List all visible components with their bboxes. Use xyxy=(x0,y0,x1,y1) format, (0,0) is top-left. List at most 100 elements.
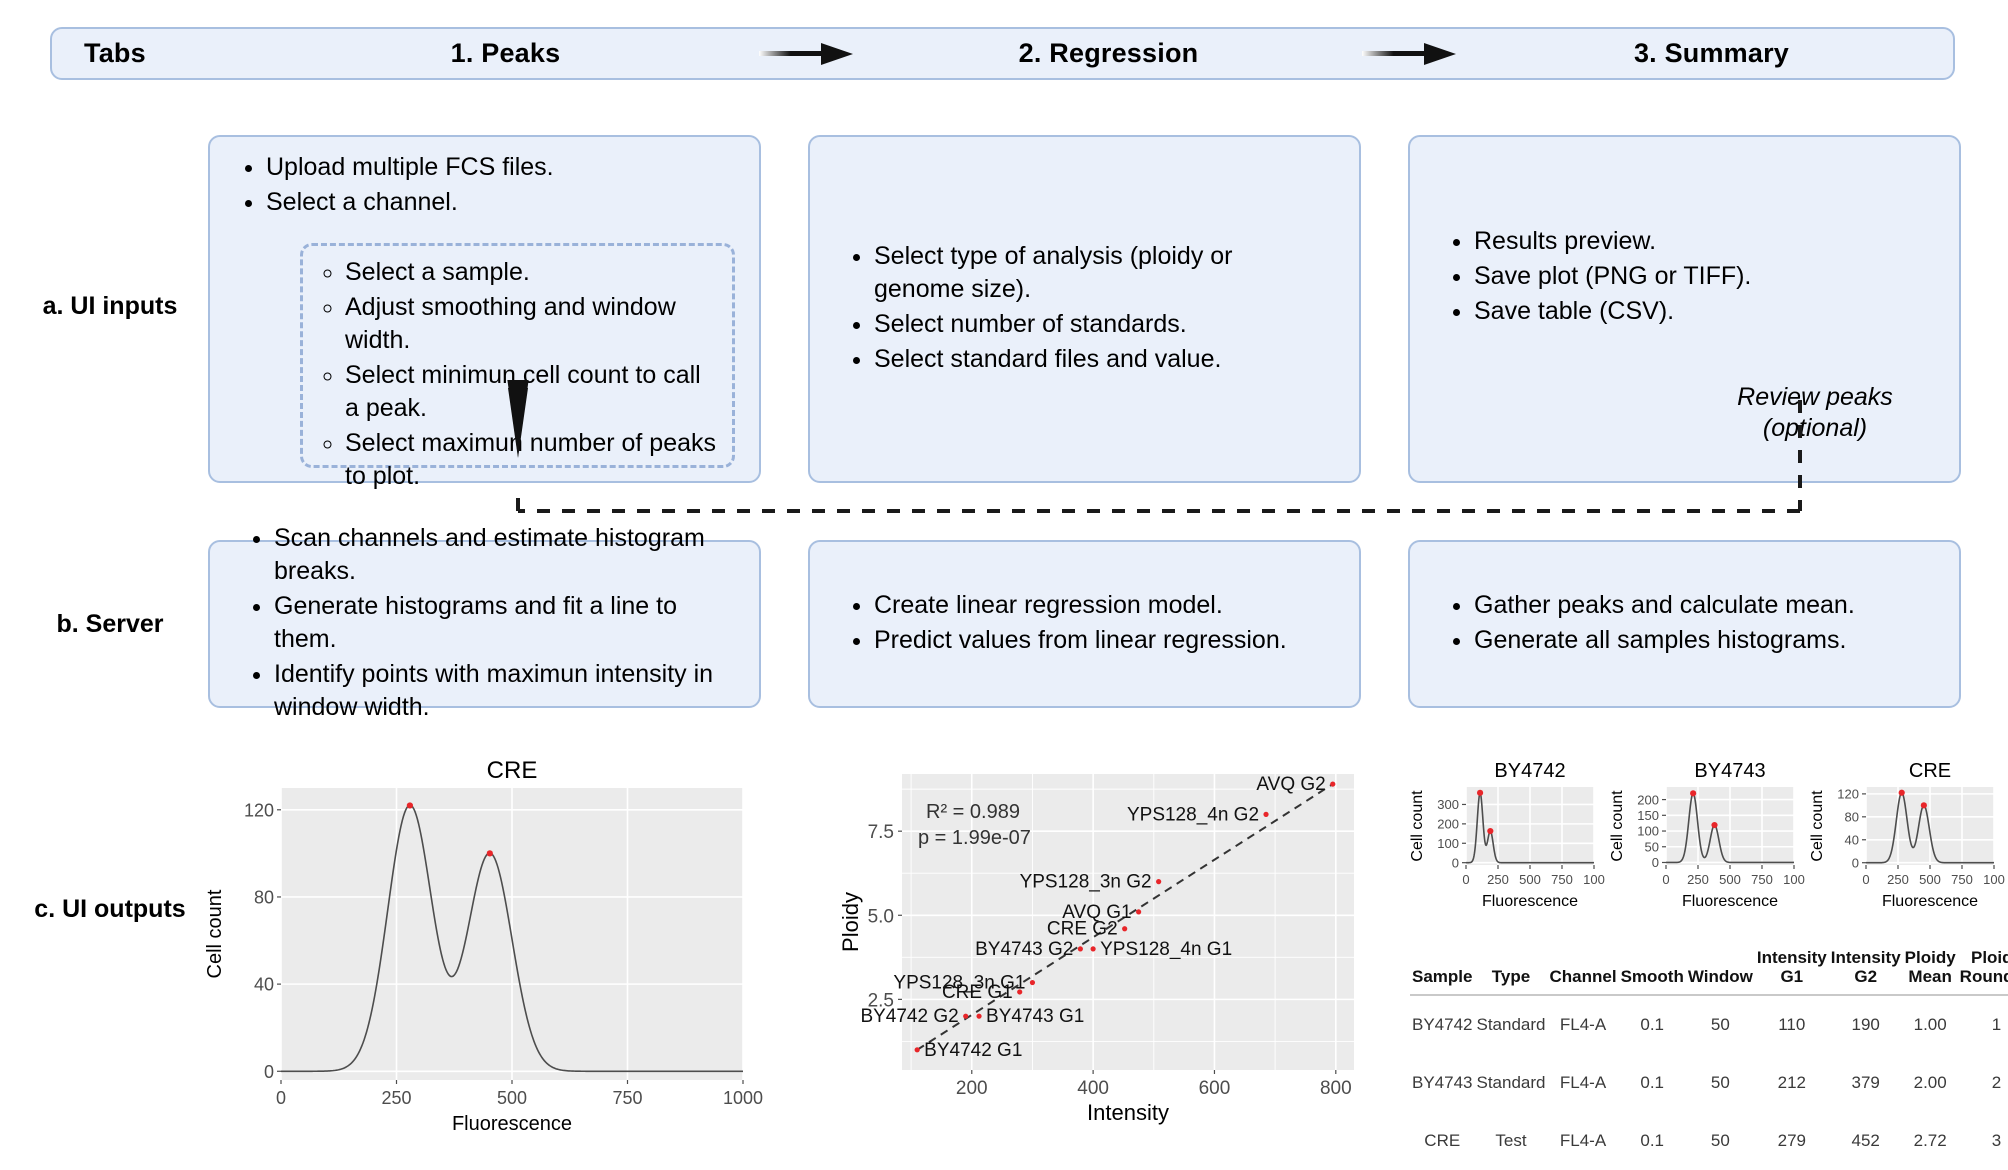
server-summary-list: Gather peaks and calculate mean. Generat… xyxy=(1444,589,1925,657)
server-peaks-box: Scan channels and estimate histogram bre… xyxy=(208,524,761,721)
svg-text:YPS128_3n G2: YPS128_3n G2 xyxy=(1020,872,1152,893)
svg-text:1000: 1000 xyxy=(723,1088,763,1108)
svg-text:Cell count: Cell count xyxy=(1609,790,1626,862)
tabs-bar: Tabs 1. Peaks 2. Regression 3. Summary xyxy=(50,27,1955,80)
list-item: Generate histograms and fit a line to th… xyxy=(274,590,725,656)
svg-text:Fluorescence: Fluorescence xyxy=(1482,893,1578,910)
svg-text:BY4743 G1: BY4743 G1 xyxy=(986,1006,1084,1027)
ui-inputs-peaks-sublist: Select a sample. Adjust smoothing and wi… xyxy=(315,256,716,493)
tab-peaks[interactable]: 1. Peaks xyxy=(450,38,561,68)
svg-text:p = 1.99e-07: p = 1.99e-07 xyxy=(918,827,1031,849)
svg-text:0: 0 xyxy=(1452,855,1459,870)
table-cell: 0.1 xyxy=(1640,1015,1665,1035)
svg-text:200: 200 xyxy=(1437,817,1459,832)
svg-text:Fluorescence: Fluorescence xyxy=(452,1113,572,1135)
server-peaks-list: Scan channels and estimate histogram bre… xyxy=(244,522,725,724)
table-cell: 50 xyxy=(1710,1073,1730,1093)
review-peaks-note: Review peaks (optional) xyxy=(1700,382,1930,445)
svg-text:250: 250 xyxy=(1687,872,1709,887)
svg-text:7.5: 7.5 xyxy=(868,822,894,843)
svg-text:YPS128_4n G1: YPS128_4n G1 xyxy=(1100,939,1232,960)
list-item: Select minimun cell count to call a peak… xyxy=(345,359,716,425)
svg-text:80: 80 xyxy=(254,887,274,907)
ui-inputs-peaks-box: Upload multiple FCS files. Select a chan… xyxy=(208,135,761,490)
server-regression-list: Create linear regression model. Predict … xyxy=(844,589,1325,657)
ui-inputs-summary-box: Results preview. Save plot (PNG or TIFF)… xyxy=(1408,135,1961,483)
review-peaks-note-line2: (optional) xyxy=(1762,414,1868,443)
svg-text:BY4743: BY4743 xyxy=(1694,760,1765,782)
svg-text:800: 800 xyxy=(1320,1078,1352,1099)
ui-inputs-summary-list: Results preview. Save plot (PNG or TIFF)… xyxy=(1444,225,1925,328)
svg-text:Cell count: Cell count xyxy=(1409,790,1426,862)
list-item: Upload multiple FCS files. xyxy=(266,151,733,184)
svg-text:100: 100 xyxy=(1437,836,1459,851)
table-cell: Test xyxy=(1495,1131,1527,1151)
list-item: Predict values from linear regression. xyxy=(874,624,1325,657)
table-cell: 50 xyxy=(1710,1015,1730,1035)
svg-text:0: 0 xyxy=(1852,855,1859,870)
svg-text:80: 80 xyxy=(1845,810,1859,825)
svg-text:120: 120 xyxy=(244,800,274,820)
svg-text:600: 600 xyxy=(1199,1078,1231,1099)
table-cell: FL4-A xyxy=(1559,1073,1607,1093)
svg-text:Ploidy: Ploidy xyxy=(840,892,863,952)
list-item: Select type of analysis (ploidy or genom… xyxy=(874,240,1325,306)
svg-text:BY4742 G2: BY4742 G2 xyxy=(860,1006,958,1027)
row-label-server: b. Server xyxy=(56,610,164,638)
svg-text:BY4742: BY4742 xyxy=(1494,760,1565,782)
server-regression-box: Create linear regression model. Predict … xyxy=(808,540,1361,708)
svg-text:200: 200 xyxy=(956,1078,988,1099)
table-cell: 190 xyxy=(1851,1015,1880,1035)
table-cell: 110 xyxy=(1778,1015,1806,1035)
list-item: Select a channel. xyxy=(266,186,733,219)
row-label-ui-outputs: c. UI outputs xyxy=(34,895,186,923)
svg-text:500: 500 xyxy=(1919,872,1941,887)
column-header: Channel xyxy=(1549,967,1617,987)
table-cell: 2.72 xyxy=(1913,1131,1947,1151)
svg-text:CRE G1: CRE G1 xyxy=(942,982,1013,1003)
table-cell: 212 xyxy=(1777,1073,1806,1093)
server-summary-box: Gather peaks and calculate mean. Generat… xyxy=(1408,540,1961,708)
column-header: Window xyxy=(1687,967,1753,987)
svg-text:YPS128_4n G2: YPS128_4n G2 xyxy=(1127,804,1259,825)
table-cell: 0.1 xyxy=(1640,1073,1665,1093)
row-label-ui-inputs: a. UI inputs xyxy=(42,292,178,320)
svg-text:200: 200 xyxy=(1637,792,1659,807)
table-cell: FL4-A xyxy=(1559,1131,1607,1151)
list-item: Save plot (PNG or TIFF). xyxy=(1474,260,1925,293)
review-peaks-note-line1: Review peaks xyxy=(1737,383,1893,411)
table-cell: 452 xyxy=(1851,1131,1880,1151)
tab-summary[interactable]: 3. Summary xyxy=(1633,38,1790,68)
svg-text:Fluorescence: Fluorescence xyxy=(1882,893,1978,910)
svg-text:Fluorescence: Fluorescence xyxy=(1682,893,1778,910)
svg-text:40: 40 xyxy=(1845,832,1859,847)
svg-text:750: 750 xyxy=(1551,872,1573,887)
svg-text:Intensity: Intensity xyxy=(1087,1100,1169,1125)
svg-text:500: 500 xyxy=(1519,872,1541,887)
svg-text:BY4742 G1: BY4742 G1 xyxy=(924,1040,1022,1061)
svg-text:100: 100 xyxy=(1783,872,1805,887)
arrow-right-icon-2 xyxy=(1350,41,1470,67)
tab-regression[interactable]: 2. Regression xyxy=(1018,38,1199,68)
ui-inputs-peaks-list: Upload multiple FCS files. Select a chan… xyxy=(236,151,733,219)
svg-text:500: 500 xyxy=(497,1088,527,1108)
svg-text:100: 100 xyxy=(1583,872,1605,887)
svg-text:400: 400 xyxy=(1077,1078,1109,1099)
svg-text:BY4743 G2: BY4743 G2 xyxy=(975,939,1073,960)
svg-text:120: 120 xyxy=(1837,787,1859,802)
table-cell: 1 xyxy=(1991,1015,2002,1035)
table-cell: 2 xyxy=(1991,1073,2002,1093)
svg-text:250: 250 xyxy=(1887,872,1909,887)
svg-text:750: 750 xyxy=(1751,872,1773,887)
column-header: Sample xyxy=(1412,967,1473,987)
table-cell: BY4743 xyxy=(1412,1073,1473,1093)
svg-text:AVQ G1: AVQ G1 xyxy=(1062,902,1131,923)
table-cell: 2.00 xyxy=(1913,1073,1947,1093)
svg-text:Cell count: Cell count xyxy=(204,889,226,978)
